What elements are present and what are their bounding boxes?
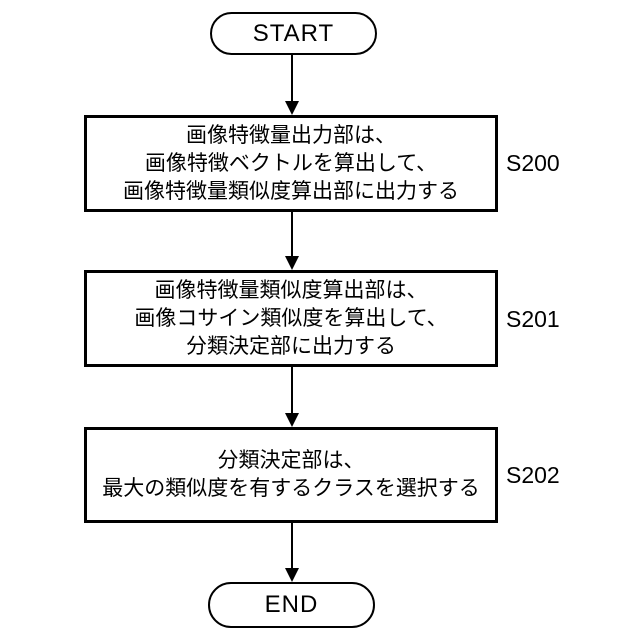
- step-label-s200: S200: [506, 150, 560, 176]
- arrowhead-icon: [285, 101, 299, 115]
- process-text-line: 最大の類似度を有するクラスを選択する: [102, 477, 480, 500]
- end-terminator: END: [208, 582, 375, 628]
- process-box-s202: 分類決定部は、 最大の類似度を有するクラスを選択する: [84, 427, 498, 523]
- arrow-stem: [291, 523, 293, 570]
- arrow-s201-to-s202: [285, 367, 299, 427]
- process-text-line: 画像特徴量出力部は、: [186, 123, 396, 147]
- arrow-s202-to-end: [285, 523, 299, 582]
- process-text-line: 画像特徴ベクトルを算出して、: [144, 151, 438, 175]
- arrow-start-to-s200: [285, 54, 299, 115]
- arrow-s200-to-s201: [285, 212, 299, 270]
- process-box-s201: 画像特徴量類似度算出部は、 画像コサイン類似度を算出して、 分類決定部に出力する: [84, 270, 498, 367]
- start-terminator: START: [210, 12, 377, 55]
- process-box-s200: 画像特徴量出力部は、 画像特徴ベクトルを算出して、 画像特徴量類似度算出部に出力…: [84, 115, 498, 212]
- step-label-s201: S201: [506, 306, 560, 332]
- arrow-stem: [291, 54, 293, 103]
- arrow-stem: [291, 367, 293, 415]
- process-text-line: 分類決定部に出力する: [186, 334, 396, 358]
- process-text-line: 分類決定部は、: [217, 449, 365, 472]
- arrowhead-icon: [285, 256, 299, 270]
- process-text-line: 画像コサイン類似度を算出して、: [134, 306, 448, 330]
- start-label: START: [252, 19, 335, 47]
- arrowhead-icon: [285, 413, 299, 427]
- arrow-stem: [291, 212, 293, 258]
- process-text-line: 画像特徴量類似度算出部に出力する: [123, 179, 459, 203]
- process-text-line: 画像特徴量類似度算出部は、: [154, 278, 428, 302]
- end-label: END: [264, 591, 319, 618]
- arrowhead-icon: [285, 568, 299, 582]
- step-label-s202: S202: [506, 462, 560, 488]
